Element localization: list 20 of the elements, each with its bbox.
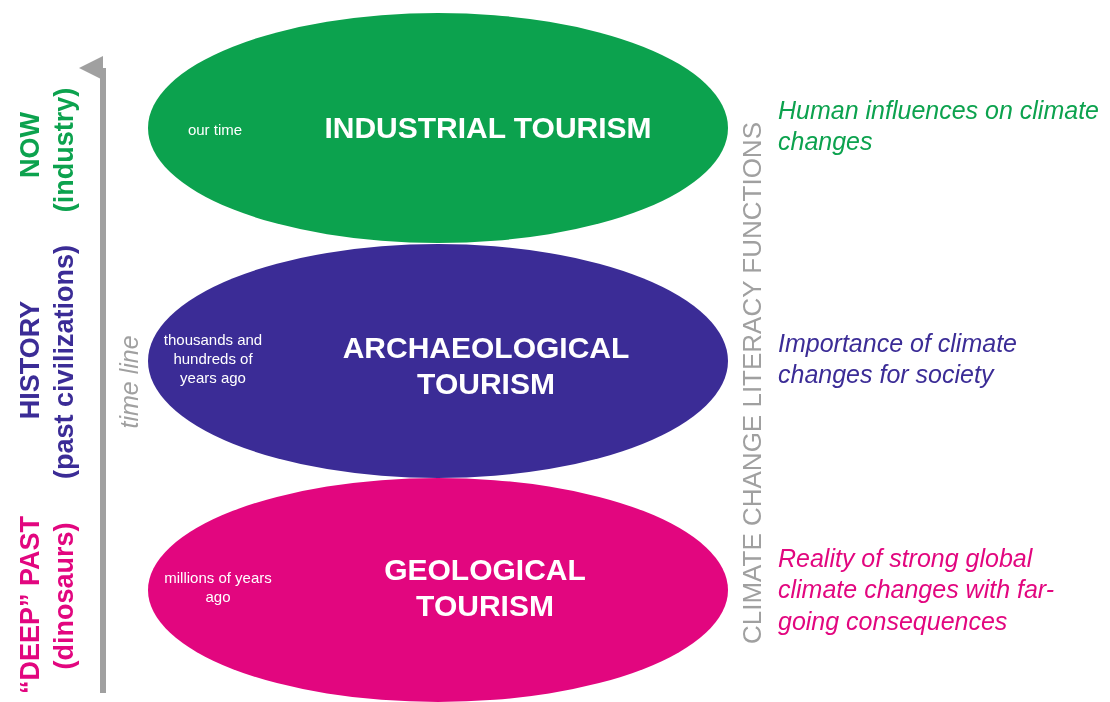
era-subtitle: (dinosaurs) [48,522,80,670]
function-description: Human influences on climate changes [778,95,1100,158]
era-subtitle: (industry) [48,87,80,213]
era-label: HISTORY [14,300,46,420]
time-period-text: millions of years ago [163,569,273,607]
time-period-text: thousands and hundreds of years ago [162,330,264,388]
function-description: Reality of strong global climate changes with far-going consequences [778,543,1056,637]
time-period-text: our time [186,120,244,140]
side-heading: CLIMATE CHANGE LITERACY FUNCTIONS [736,122,768,644]
ellipse [148,478,728,702]
era-label: NOW [14,112,46,178]
function-description: Importance of climate changes for society [778,328,1018,391]
tourism-title: GEOLOGICAL TOURISM [383,552,587,624]
ellipse [148,244,728,478]
era-label: “DEEP” PAST [14,516,46,694]
ellipse [148,13,728,243]
tourism-title: ARCHAEOLOGICAL TOURISM [341,330,631,402]
tourism-title: INDUSTRIAL TOURISM [323,110,653,146]
axis-label: time line [114,335,144,429]
era-subtitle: (past civilizations) [48,244,80,480]
